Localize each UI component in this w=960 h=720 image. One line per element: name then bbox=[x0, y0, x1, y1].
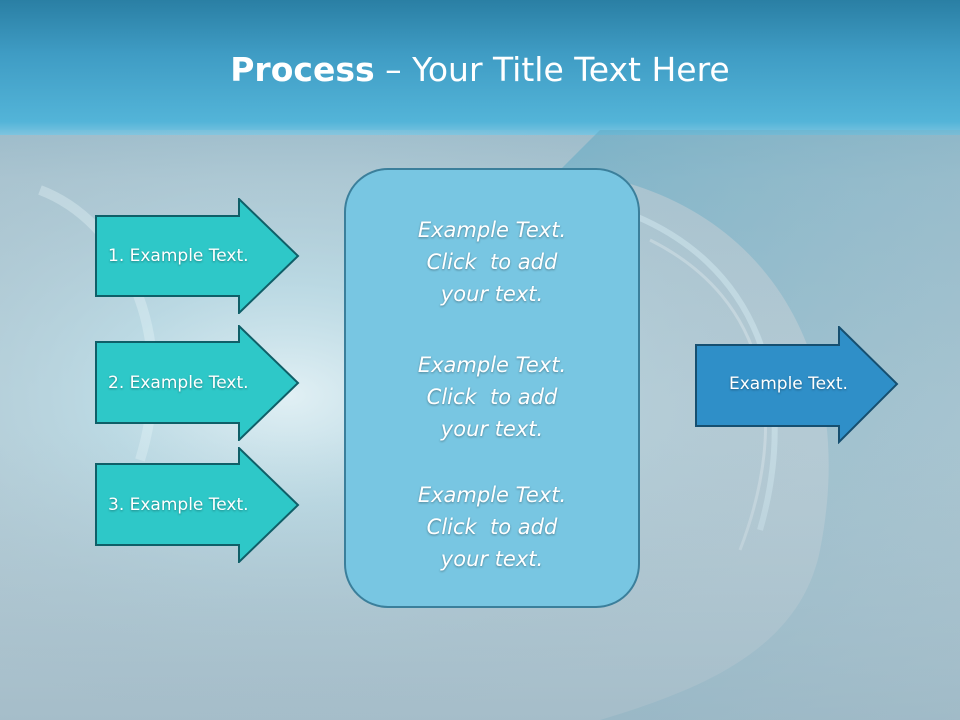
slide-title: Process – Your Title Text Here bbox=[0, 50, 960, 89]
center-paragraph-3-line-1: Example Text. bbox=[417, 483, 567, 507]
process-output-arrow[interactable]: Example Text. bbox=[695, 326, 901, 444]
center-paragraph-2-line-2: Click to add bbox=[426, 385, 558, 409]
center-paragraph-2: Example Text. Click to add your text. bbox=[346, 349, 638, 445]
center-paragraph-2-line-1: Example Text. bbox=[417, 353, 567, 377]
title-bold: Process bbox=[230, 50, 375, 89]
process-step-1-arrow[interactable]: 1. Example Text. bbox=[95, 198, 301, 314]
center-text-box[interactable]: Example Text. Click to add your text. Ex… bbox=[344, 168, 640, 608]
output-arrow-label: Example Text. bbox=[729, 374, 848, 394]
arrow-3-shape bbox=[95, 447, 300, 563]
center-paragraph-1-line-3: your text. bbox=[440, 282, 544, 306]
center-paragraph-1: Example Text. Click to add your text. bbox=[346, 214, 638, 310]
center-paragraph-2-line-3: your text. bbox=[440, 417, 544, 441]
arrow-3-label: 3. Example Text. bbox=[108, 495, 249, 515]
center-paragraph-3-line-2: Click to add bbox=[426, 515, 558, 539]
center-paragraph-3: Example Text. Click to add your text. bbox=[346, 479, 638, 575]
center-paragraph-1-line-1: Example Text. bbox=[417, 218, 567, 242]
process-step-3-arrow[interactable]: 3. Example Text. bbox=[95, 447, 301, 563]
arrow-2-label: 2. Example Text. bbox=[108, 373, 249, 393]
arrow-2-shape bbox=[95, 325, 300, 441]
header-band bbox=[0, 0, 960, 135]
title-rest: – Your Title Text Here bbox=[374, 50, 730, 89]
arrow-1-shape bbox=[95, 198, 300, 314]
center-paragraph-1-line-2: Click to add bbox=[426, 250, 558, 274]
arrow-1-label: 1. Example Text. bbox=[108, 246, 249, 266]
process-step-2-arrow[interactable]: 2. Example Text. bbox=[95, 325, 301, 441]
center-paragraph-3-line-3: your text. bbox=[440, 547, 544, 571]
output-arrow-shape bbox=[695, 326, 899, 444]
